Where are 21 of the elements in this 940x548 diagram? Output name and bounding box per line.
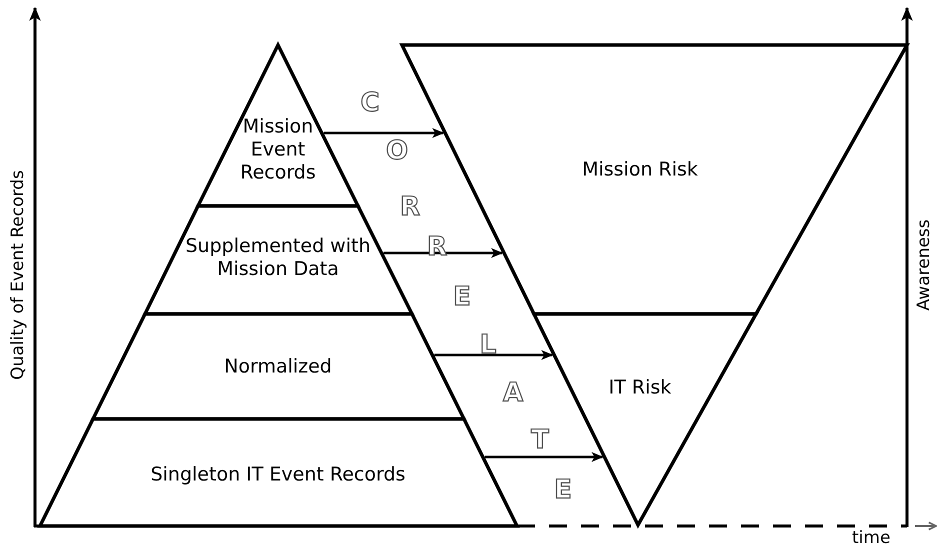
outlined-letter: O — [386, 137, 408, 165]
outlined-letter: L — [480, 331, 496, 359]
outlined-letter: A — [502, 379, 524, 407]
outlined-letter: T — [531, 426, 549, 454]
arrow — [434, 350, 554, 360]
outlined-letter: C — [360, 89, 380, 117]
layer-label: Mission Risk — [581, 158, 699, 182]
layer-label: Normalized — [223, 356, 333, 378]
arrow — [324, 128, 444, 138]
layer-label: IT Risk — [608, 376, 672, 400]
layer-label: Supplemented with Mission Data — [184, 235, 372, 281]
arrow — [384, 248, 504, 258]
layer-label: Singleton IT Event Records — [150, 464, 406, 486]
outlined-letter: R — [400, 193, 420, 221]
outlined-letter: E — [554, 476, 572, 504]
axis-title: Awareness — [914, 219, 934, 311]
arrow — [484, 452, 604, 462]
layer-label: Mission Event Records — [239, 116, 317, 184]
axis-title: Quality of Event Records — [8, 170, 28, 380]
outlined-letter: E — [453, 283, 471, 311]
axis-title: time — [852, 528, 890, 548]
